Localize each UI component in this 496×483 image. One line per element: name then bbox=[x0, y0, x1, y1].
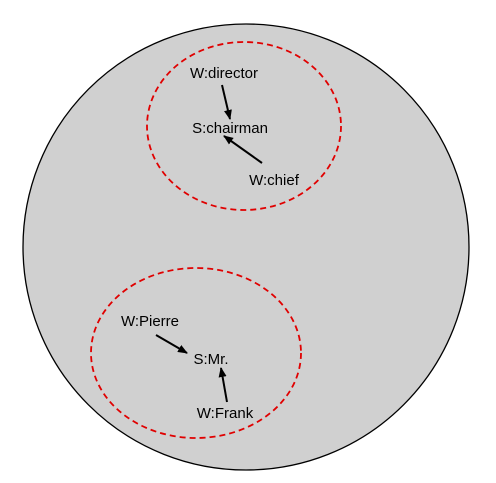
cluster-bottom-boundary bbox=[90, 267, 302, 439]
node-s-chairman: S:chairman bbox=[192, 120, 268, 137]
node-w-pierre: W:Pierre bbox=[121, 313, 179, 330]
node-w-chief: W:chief bbox=[249, 172, 300, 189]
edge-pierre-to-mr bbox=[155, 334, 188, 354]
cluster-top: W:director S:chairman W:chief bbox=[146, 41, 342, 211]
outer-space-ellipse bbox=[22, 23, 470, 471]
edge-chief-to-chairman bbox=[223, 135, 263, 164]
node-w-frank: W:Frank bbox=[197, 405, 254, 422]
edge-director-to-chairman bbox=[221, 84, 232, 120]
cluster-top-boundary bbox=[146, 41, 342, 211]
edge-frank-to-mr bbox=[218, 367, 228, 403]
cluster-bottom: W:Pierre S:Mr. W:Frank bbox=[90, 267, 302, 439]
node-s-mr: S:Mr. bbox=[193, 351, 228, 368]
node-w-director: W:director bbox=[190, 65, 258, 82]
